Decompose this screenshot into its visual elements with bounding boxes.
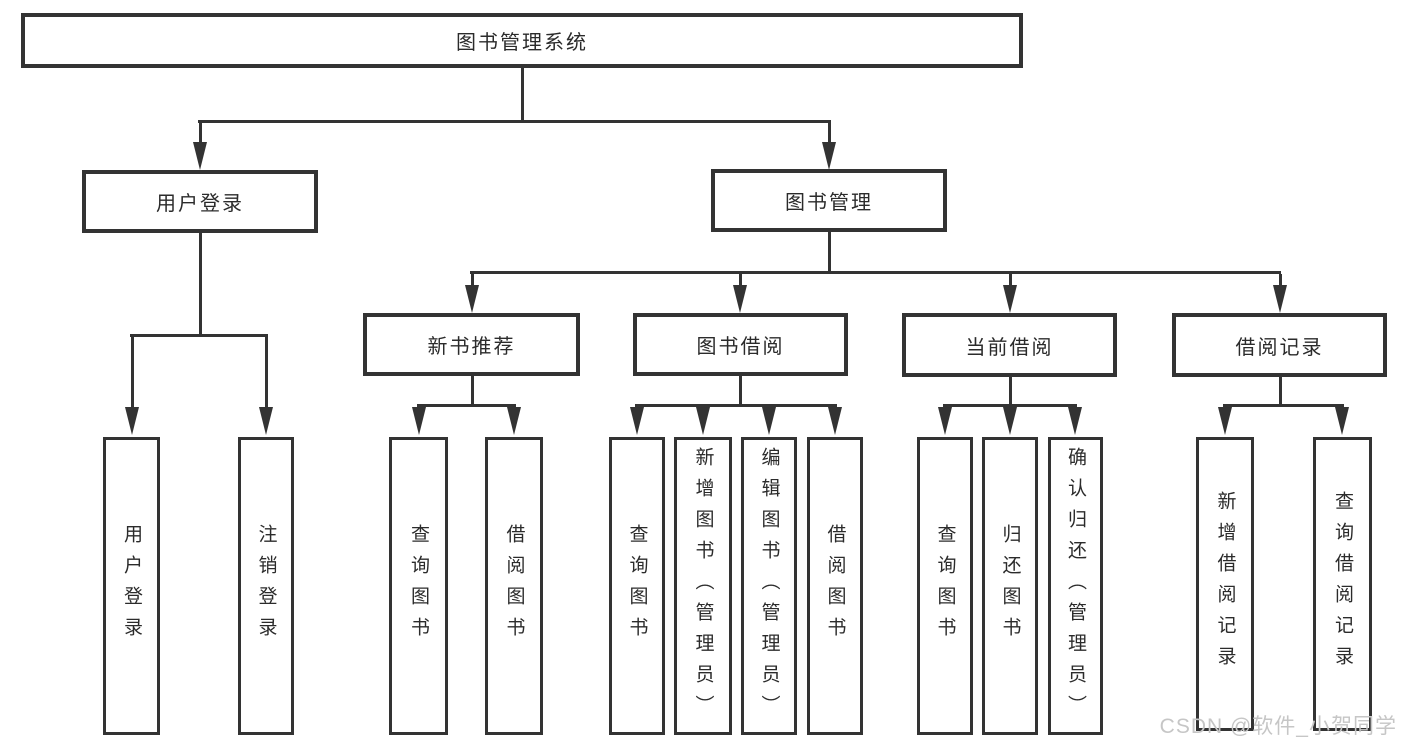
connector-vline: [738, 274, 742, 288]
leaf-query-borrow-record: 查询借阅记录: [1313, 437, 1372, 731]
leaf-query-books-borrowing: 查询图书: [609, 437, 665, 735]
leaf-label: 归还图书: [999, 524, 1021, 648]
node-library-management-system: 图书管理系统: [21, 13, 1023, 68]
connector-vline: [198, 233, 202, 337]
connector-vline: [738, 376, 742, 407]
arrow-down-icon: [938, 407, 952, 435]
node-label: 借阅记录: [1235, 336, 1324, 359]
leaf-label: 查询图书: [626, 524, 648, 648]
node-new-book-recommendation: 新书推荐: [363, 313, 580, 376]
leaf-label: 新增图书（管理员）: [692, 446, 714, 726]
connector-hline: [635, 404, 837, 407]
node-label: 用户登录: [156, 193, 244, 215]
node-label: 图书管理系统: [456, 32, 588, 54]
arrow-down-icon: [828, 407, 842, 435]
leaf-label: 用户登录: [121, 524, 142, 648]
arrow-down-icon: [259, 407, 273, 435]
leaf-confirm-return-admin: 确认归还（管理员）: [1048, 437, 1103, 735]
arrow-down-icon: [696, 407, 710, 435]
arrow-down-icon: [412, 407, 426, 435]
arrow-down-icon: [1068, 407, 1082, 435]
arrow-down-icon: [1273, 285, 1287, 313]
leaf-label: 查询图书: [934, 524, 956, 648]
connector-vline: [264, 337, 268, 411]
leaf-label: 借阅图书: [824, 524, 846, 648]
leaf-logout: 注销登录: [238, 437, 294, 735]
connector-vline: [1278, 274, 1282, 288]
leaf-add-book-admin: 新增图书（管理员）: [674, 437, 732, 735]
leaf-label: 查询借阅记录: [1332, 491, 1353, 677]
leaf-label: 查询图书: [408, 524, 429, 648]
connector-vline: [130, 337, 134, 411]
leaf-edit-book-admin: 编辑图书（管理员）: [741, 437, 797, 735]
connector-vline: [470, 274, 474, 288]
connector-hline: [198, 120, 831, 123]
arrow-down-icon: [125, 407, 139, 435]
leaf-borrow-books: 借阅图书: [807, 437, 863, 735]
leaf-label: 编辑图书（管理员）: [758, 446, 780, 726]
connector-vline: [827, 120, 831, 146]
leaf-query-books-current: 查询图书: [917, 437, 973, 735]
leaf-label: 确认归还（管理员）: [1065, 446, 1086, 726]
connector-vline: [470, 376, 474, 407]
connector-hline: [943, 404, 1077, 407]
connector-vline: [1008, 274, 1012, 288]
leaf-label: 注销登录: [255, 524, 277, 648]
leaf-user-login: 用户登录: [103, 437, 160, 735]
arrow-down-icon: [1335, 407, 1349, 435]
leaf-add-borrow-record: 新增借阅记录: [1196, 437, 1254, 731]
arrow-down-icon: [733, 285, 747, 313]
leaf-borrow-books-recommend: 借阅图书: [485, 437, 543, 735]
connector-vline: [520, 68, 524, 123]
leaf-return-books: 归还图书: [982, 437, 1038, 735]
arrow-down-icon: [1003, 285, 1017, 313]
node-label: 图书管理: [785, 192, 873, 214]
leaf-label: 新增借阅记录: [1214, 491, 1236, 677]
arrow-down-icon: [1003, 407, 1017, 435]
node-label: 图书借阅: [696, 336, 785, 358]
connector-hline: [1223, 404, 1344, 407]
node-book-management: 图书管理: [711, 169, 947, 232]
leaf-label: 借阅图书: [503, 524, 525, 648]
arrow-down-icon: [507, 407, 521, 435]
node-borrowing-records: 借阅记录: [1172, 313, 1387, 377]
connector-hline: [417, 404, 516, 407]
leaf-query-books-recommend: 查询图书: [389, 437, 448, 735]
node-current-borrowing: 当前借阅: [902, 313, 1117, 377]
connector-vline: [1008, 376, 1012, 407]
arrow-down-icon: [193, 142, 207, 170]
arrow-down-icon: [465, 285, 479, 313]
arrow-down-icon: [822, 142, 836, 170]
arrow-down-icon: [630, 407, 644, 435]
csdn-watermark: CSDN @软件_小贺同学: [1159, 715, 1397, 738]
arrow-down-icon: [762, 407, 776, 435]
connector-vline: [1278, 376, 1282, 407]
arrow-down-icon: [1218, 407, 1232, 435]
node-label: 新书推荐: [427, 336, 516, 358]
node-label: 当前借阅: [965, 336, 1054, 359]
connector-hline: [470, 271, 1281, 274]
connector-vline: [827, 232, 831, 274]
connector-hline: [130, 334, 268, 337]
node-user-login: 用户登录: [82, 170, 318, 233]
connector-vline: [198, 120, 202, 146]
node-book-borrowing: 图书借阅: [633, 313, 848, 376]
